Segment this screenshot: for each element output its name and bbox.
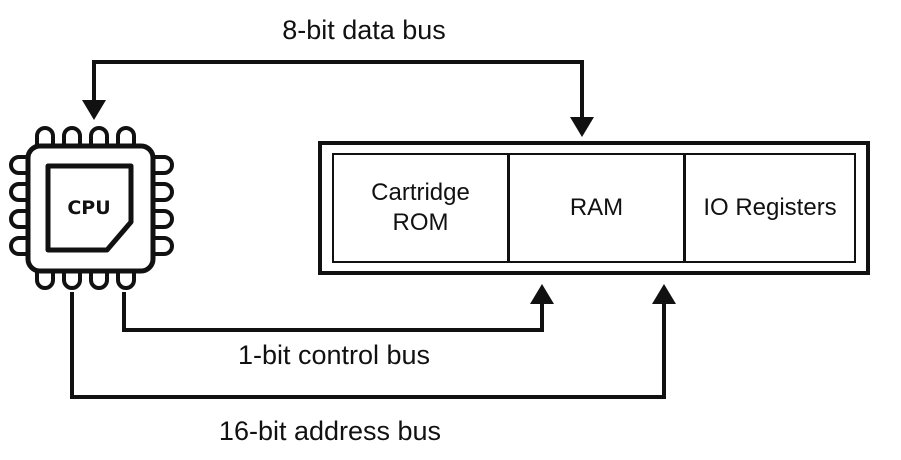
control-bus-label: 1-bit control bus bbox=[237, 340, 431, 370]
address-bus-arrow bbox=[652, 284, 676, 304]
data-bus-label: 8-bit data bus bbox=[282, 15, 446, 45]
memory-regions: Cartridge ROM RAM IO Registers bbox=[332, 153, 856, 263]
control-bus-arrow bbox=[530, 284, 554, 304]
memory-map: Cartridge ROM RAM IO Registers bbox=[318, 141, 870, 275]
io-registers-region: IO Registers bbox=[703, 194, 837, 221]
ram-region: RAM bbox=[510, 155, 686, 261]
cartridge-rom-region: Cartridge ROM bbox=[334, 155, 510, 261]
address-bus-label: 16-bit address bus bbox=[218, 416, 442, 446]
data-bus-arrow-memory bbox=[570, 117, 594, 137]
data-bus-line bbox=[92, 60, 584, 124]
address-bus-line bbox=[70, 292, 666, 399]
data-bus-arrow-cpu bbox=[82, 100, 106, 120]
control-bus-line bbox=[122, 292, 544, 332]
